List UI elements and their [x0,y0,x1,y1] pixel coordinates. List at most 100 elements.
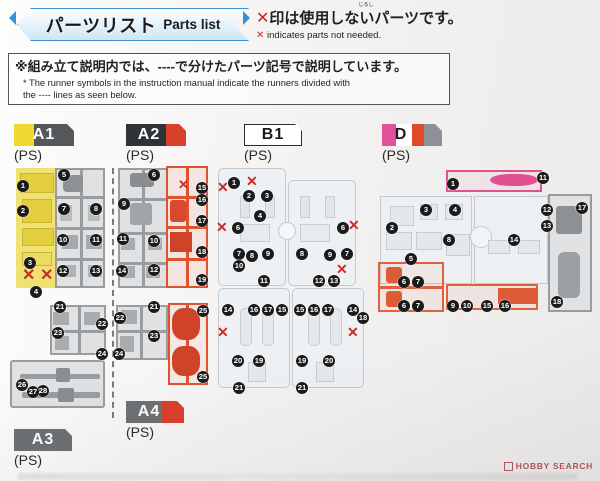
part-number: 12 [541,204,553,216]
sprue-b1-leg-shape-1 [240,308,252,346]
part-number: 11 [537,172,549,184]
sprue-d-part-5-shape-1 [386,232,412,250]
hobby-search-watermark: HOBBY SEARCH [503,461,593,471]
part-number: 9 [324,249,336,261]
part-number: 9 [262,248,274,260]
part-number: 17 [576,202,588,214]
runner-tag-a4: A4 [126,401,184,423]
runner-tag-d-label: D [394,126,408,143]
runner-tag-a1-color-0 [14,124,34,146]
sprue-d-pink-blade-shape [490,174,538,186]
part-number: 8 [296,248,308,260]
part-number: 3 [261,190,273,202]
runner-b1-material: (PS) [244,147,272,163]
runner-symbol-note-box: ※組み立て説明内では、----で分けたパーツ記号で説明しています。 * The … [8,53,450,105]
part-number: 15 [196,182,208,194]
banner-chevron-right-icon [243,11,250,25]
part-number: 7 [233,248,245,260]
sprue-b1-part-shape-d [325,196,335,218]
note-box-jp: ※組み立て説明内では、----で分けたパーツ記号で説明しています。 [15,59,408,74]
part-number: 16 [499,300,511,312]
part-number: 14 [116,265,128,277]
part-number: 12 [57,265,69,277]
part-number: 9 [118,198,130,210]
sprue-a1-part-24-shape [55,336,69,350]
runner-tag-a1-label: A1 [32,126,56,143]
part-number: 12 [148,264,160,276]
part-number: 2 [243,190,255,202]
sprue-a2-part-24-shape [120,336,134,352]
x-note-en-line: ✕ indicates parts not needed. [256,30,586,41]
runner-tag-a3-color-0 [14,429,72,451]
banner-text-group: パーツリスト Parts list [17,8,249,41]
sprue-d-part-2-shape [390,206,414,226]
part-number: 14 [222,304,234,316]
part-number: 22 [114,312,126,324]
part-number: 4 [30,286,42,298]
part-number: 17 [322,304,334,316]
part-number: 6 [398,276,410,288]
part-number: 1 [228,177,240,189]
part-number: 6 [337,222,349,234]
part-number: 11 [90,234,102,246]
sprue-b1-leg-shape-4 [330,308,342,346]
part-number: 13 [90,265,102,277]
banner-title-jp: パーツリスト [45,15,157,36]
runner-a3-material: (PS) [14,452,42,468]
part-number: 1 [447,178,459,190]
x-mark-note: ✕じるし印は使用しないパーツです。 ✕ indicates parts not … [256,2,586,41]
x-mark-icon: ✕ [256,10,270,27]
part-number: 22 [96,318,108,330]
part-number: 11 [117,233,129,245]
runner-tag-d-color-1 [396,124,412,146]
sprue-a1-lower-spine [78,305,81,355]
sprue-d-part-14-shape-1 [488,240,510,254]
part-number: 16 [248,304,260,316]
runner-d-material: (PS) [382,147,410,163]
note-box-en-line-1: * The runner symbols in the instruction … [23,77,350,88]
part-number: 26 [16,379,28,391]
part-number: 18 [551,296,563,308]
watermark-text: HOBBY SEARCH [515,461,593,471]
sprue-a1-weapon-body-2 [58,388,74,402]
part-number: 27 [27,386,39,398]
part-number: 28 [37,385,49,397]
part-number: 10 [57,234,69,246]
sprue-d-part-18-shape [558,252,580,298]
sprue-b1-part-shape-c [300,196,310,218]
part-number: 12 [313,275,325,287]
x-mark-icon: ✕ [347,324,359,340]
part-number: 1 [17,180,29,192]
banner-chevron-left-icon [9,11,16,25]
part-number: 24 [96,348,108,360]
sprue-b1-part-shape-f [300,224,330,242]
x-note-jp-line: ✕じるし印は使用しないパーツです。 [256,2,586,28]
part-number: 15 [294,304,306,316]
parts-list-banner [17,8,249,41]
sprue-a1-part-23-shape [53,312,69,325]
part-number: 16 [308,304,320,316]
part-number: 23 [52,327,64,339]
sprue-a2-red-lower-spine [186,303,189,385]
part-number: 5 [58,169,70,181]
sprue-a1-weapon-body-1 [56,368,70,382]
sprue-b1-part-shape-e [240,224,270,242]
sprue-d-orange-rail [378,286,444,289]
x-mark-icon: ✕ [217,324,229,340]
x-note-jp-text: じるし印は使用しないパーツです。 [269,2,462,27]
part-number: 3 [24,257,36,269]
part-number: 21 [148,301,160,313]
x-mark-icon: ✕ [40,267,54,284]
runner-tag-a4-color-0 [126,401,162,423]
part-number: 18 [357,312,369,324]
part-number: 25 [197,305,209,317]
runner-tag-a4-color-1 [162,401,184,423]
sprue-a1-yellow-part-3 [22,228,54,246]
x-mark-small-icon: ✕ [256,30,265,42]
part-number: 20 [323,355,335,367]
part-number: 21 [54,301,66,313]
part-number: 10 [461,300,473,312]
part-number: 4 [254,210,266,222]
part-number: 7 [58,203,70,215]
part-number: 8 [246,250,258,262]
